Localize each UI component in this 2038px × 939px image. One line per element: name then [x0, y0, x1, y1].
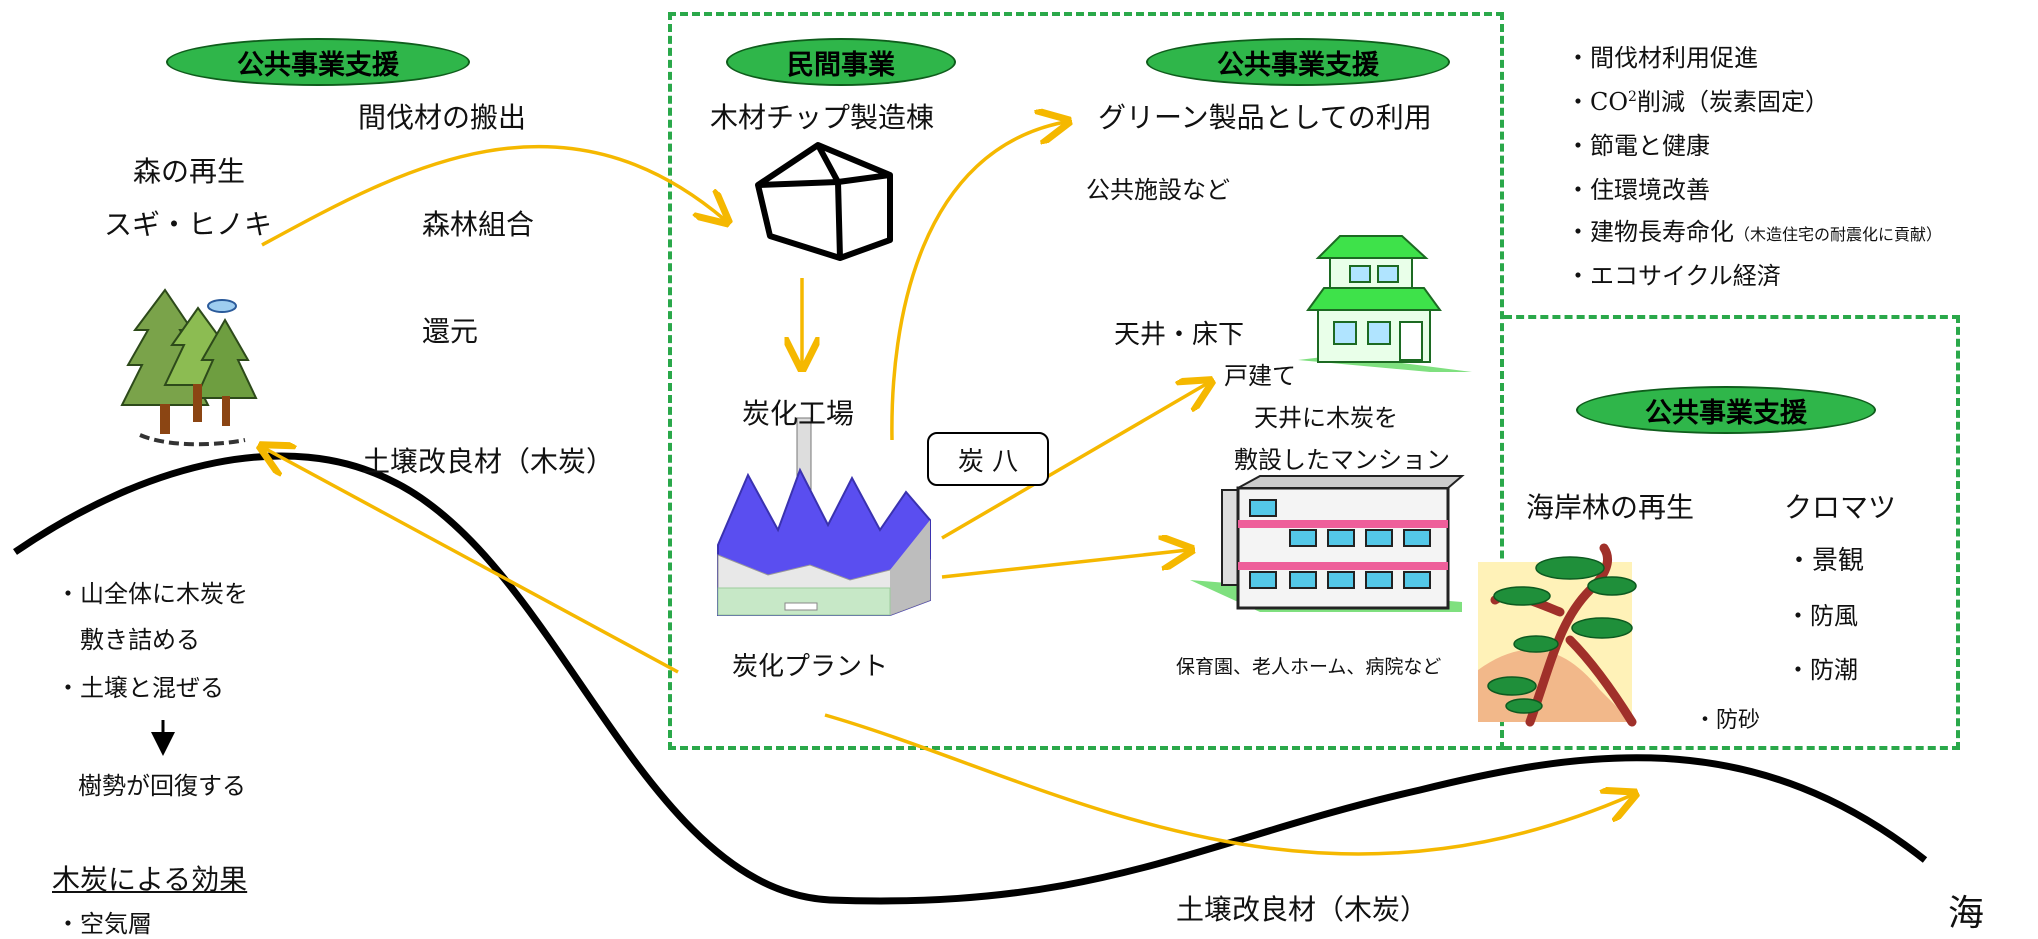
air-layer-label: ・空気層	[56, 910, 152, 938]
benefit-3: ・節電と健康	[1566, 132, 1710, 160]
benefit-6: ・エコサイクル経済	[1566, 262, 1781, 290]
mountain-note-2: 敷き詰める	[80, 626, 200, 654]
windbreak-label: ・防風	[1786, 602, 1858, 630]
arrow-plant-to-coast	[824, 713, 1632, 856]
sand-protection-label: ・防砂	[1694, 708, 1761, 733]
public-support-pill-3: 公共事業支援	[1576, 386, 1876, 434]
return-label: 還元	[422, 315, 479, 348]
black-pine-label: クロマツ	[1784, 491, 1897, 524]
scenery-label: ・景観	[1786, 546, 1865, 576]
benefit-2: ・CO2削減（炭素固定）	[1566, 88, 1829, 116]
public-facilities-label: 公共施設など	[1086, 176, 1230, 204]
arrow-plant-to-house	[941, 383, 1208, 540]
coast-forest-label: 海岸林の再生	[1526, 491, 1695, 524]
private-business-region	[668, 12, 1504, 750]
charcoal-effect-heading: 木炭による効果	[52, 863, 248, 896]
forest-union-label: 森林組合	[422, 208, 535, 241]
mountain-note-1: ・山全体に木炭を	[56, 580, 248, 608]
green-products-label: グリーン製品としての利用	[1098, 101, 1432, 134]
factory-icon	[717, 417, 931, 616]
mansion-label-2: 敷設したマンション	[1234, 446, 1450, 474]
facilities-list-label: 保育園、老人ホーム、病院など	[1176, 656, 1442, 678]
ceiling-floor-label: 天井・床下	[1114, 320, 1245, 350]
soil-improvement-label-2: 土壌改良材（木炭）	[1176, 893, 1429, 926]
house-outline-icon	[755, 142, 893, 261]
tide-protection-label: ・防潮	[1786, 656, 1858, 684]
arrow-plant-to-green	[890, 122, 1065, 441]
sea-label: 海	[1948, 893, 1985, 934]
detached-house-label: 戸建て	[1224, 362, 1296, 390]
benefit-4: ・住環境改善	[1566, 176, 1710, 204]
arrow-plant-to-forest	[264, 448, 679, 674]
coastal-region	[1504, 315, 1960, 750]
mansion-label-1: 天井に木炭を	[1254, 404, 1398, 432]
carbonization-plant-label: 炭化プラント	[732, 652, 889, 682]
benefit-5: ・建物長寿命化（木造住宅の耐震化に貢献）	[1566, 218, 1943, 246]
apartment-icon	[1190, 475, 1465, 612]
mountain-note-3: ・土壌と混ぜる	[56, 674, 224, 702]
thinning-transport-label: 間伐材の搬出	[358, 101, 527, 134]
benefit-1: ・間伐材利用促進	[1566, 44, 1758, 72]
trees-icon	[120, 288, 258, 447]
pine-tree-icon	[1478, 543, 1637, 727]
charcoal-box: 炭 八	[927, 432, 1049, 486]
cedar-cypress-label: スギ・ヒノキ	[104, 208, 273, 241]
terrain-curve	[13, 452, 1928, 905]
public-support-pill-2: 公共事業支援	[1146, 38, 1450, 86]
green-house-icon	[1298, 235, 1472, 372]
private-business-pill: 民間事業	[726, 38, 956, 86]
public-support-pill-1: 公共事業支援	[166, 38, 470, 86]
mountain-note-4: 樹勢が回復する	[78, 772, 246, 800]
soil-improvement-label-1: 土壌改良材（木炭）	[362, 445, 615, 478]
chip-factory-label: 木材チップ製造棟	[710, 101, 935, 134]
carbonization-factory-label: 炭化工場	[742, 397, 855, 430]
forest-regeneration-label: 森の再生	[133, 155, 246, 188]
arrow-thinning-to-chip	[261, 144, 725, 247]
arrow-plant-to-apartment	[941, 550, 1188, 579]
